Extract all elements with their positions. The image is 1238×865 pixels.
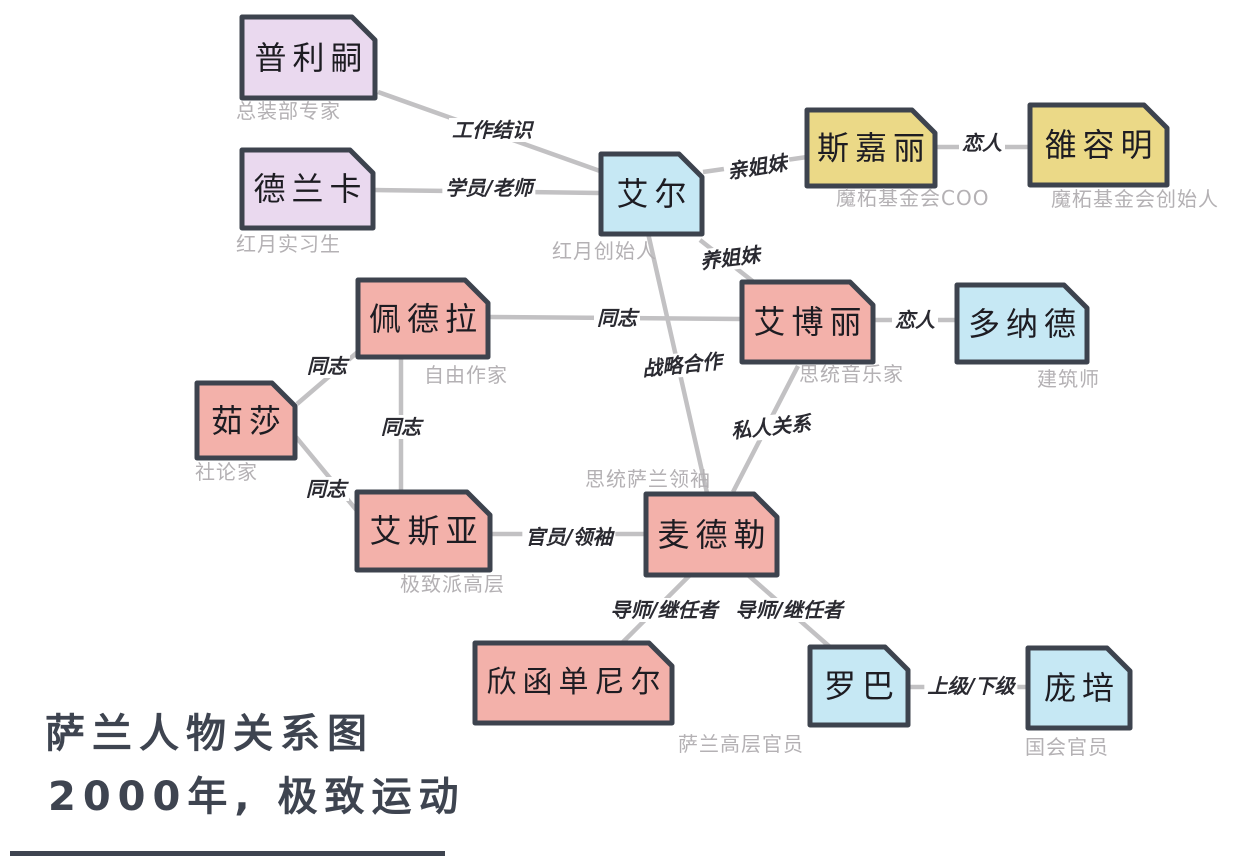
node-luorongming-caption: 魔柘基金会创始人 bbox=[1051, 187, 1219, 211]
node-duonade-shape bbox=[954, 282, 1090, 365]
edge-label-sijiali-luorongming: 恋人 bbox=[959, 131, 1005, 155]
node-maidele-name: 麦德勒 bbox=[657, 515, 772, 554]
node-pulisi-caption: 总装部专家 bbox=[236, 99, 341, 123]
node-maidele-shape bbox=[643, 491, 780, 578]
node-peidela-caption: 自由作家 bbox=[424, 363, 508, 387]
edge-label-peidela-aisiya: 同志 bbox=[378, 415, 424, 439]
title-underline bbox=[10, 851, 445, 856]
node-sijiali-name: 斯嘉丽 bbox=[816, 129, 931, 167]
node-duonade-name: 多纳德 bbox=[967, 304, 1082, 343]
node-pangpei-name: 庞培 bbox=[1043, 669, 1120, 707]
node-delanka-name: 德兰卡 bbox=[253, 170, 368, 208]
node-peidela-name: 佩德拉 bbox=[368, 299, 483, 338]
node-maidele-caption: 思统萨兰领袖 bbox=[585, 467, 711, 491]
node-luorongming-shape bbox=[1027, 102, 1170, 188]
edge-label-maidele-luoba: 导师/继任者 bbox=[732, 598, 846, 622]
edge-label-aiboli-duonade: 恋人 bbox=[892, 308, 938, 332]
edge-label-rusha-peidela: 同志 bbox=[304, 354, 350, 378]
node-rusha-caption: 社论家 bbox=[195, 460, 258, 484]
node-rusha-name: 茹莎 bbox=[210, 401, 287, 440]
node-luorongming-name: 雒容明 bbox=[1044, 126, 1159, 164]
node-sijiali-shape bbox=[804, 107, 938, 189]
node-rusha-shape bbox=[194, 380, 298, 461]
node-sijiali-caption: 魔柘基金会COO bbox=[836, 186, 990, 210]
node-luoba-shape bbox=[807, 644, 911, 728]
node-aier-caption: 红月创始人 bbox=[552, 239, 657, 263]
node-peidela-shape bbox=[355, 277, 491, 360]
edge-label-rusha-aisiya: 同志 bbox=[303, 477, 349, 501]
node-duonade-caption: 建筑师 bbox=[1037, 367, 1100, 391]
edge-label-aisiya-maidele: 官员/领袖 bbox=[522, 525, 616, 549]
diagram-title: 萨兰人物关系图 bbox=[45, 711, 374, 757]
node-aiboli-caption: 思统音乐家 bbox=[799, 362, 904, 386]
node-pangpei-caption: 国会官员 bbox=[1025, 735, 1109, 759]
node-aisiya-caption: 极致派高层 bbox=[400, 572, 505, 596]
node-pulisi-name: 普利嗣 bbox=[254, 38, 369, 77]
node-delanka-caption: 红月实习生 bbox=[236, 232, 341, 256]
node-aier-name: 艾尔 bbox=[616, 175, 693, 213]
node-aisiya-shape bbox=[354, 489, 493, 573]
edge-label-luoba-pangpei: 上级/下级 bbox=[924, 674, 1018, 698]
node-aiboli-shape bbox=[739, 279, 876, 365]
edge-label-maidele-xinhandanier: 导师/继任者 bbox=[607, 598, 721, 622]
node-shapes bbox=[194, 14, 1170, 731]
node-pangpei-shape bbox=[1025, 645, 1133, 731]
node-aier-shape bbox=[598, 151, 705, 237]
node-xinhandanier-name: 欣函单尼尔 bbox=[486, 665, 667, 700]
node-delanka-shape bbox=[239, 147, 376, 231]
node-luoba-name: 罗巴 bbox=[823, 667, 900, 705]
node-xinhandanier-caption: 萨兰高层官员 bbox=[678, 732, 804, 756]
edge-label-pulisi-aier: 工作结识 bbox=[449, 118, 535, 142]
node-aisiya-name: 艾斯亚 bbox=[369, 512, 484, 550]
edge-label-delanka-aier: 学员/老师 bbox=[442, 176, 536, 200]
node-pulisi-shape bbox=[239, 14, 378, 101]
node-xinhandanier-shape bbox=[472, 640, 675, 726]
node-aiboli-name: 艾博丽 bbox=[753, 303, 868, 341]
diagram-subtitle: 2000年, 极致运动 bbox=[48, 774, 466, 820]
edge-label-peidela-aiboli: 同志 bbox=[594, 306, 640, 330]
